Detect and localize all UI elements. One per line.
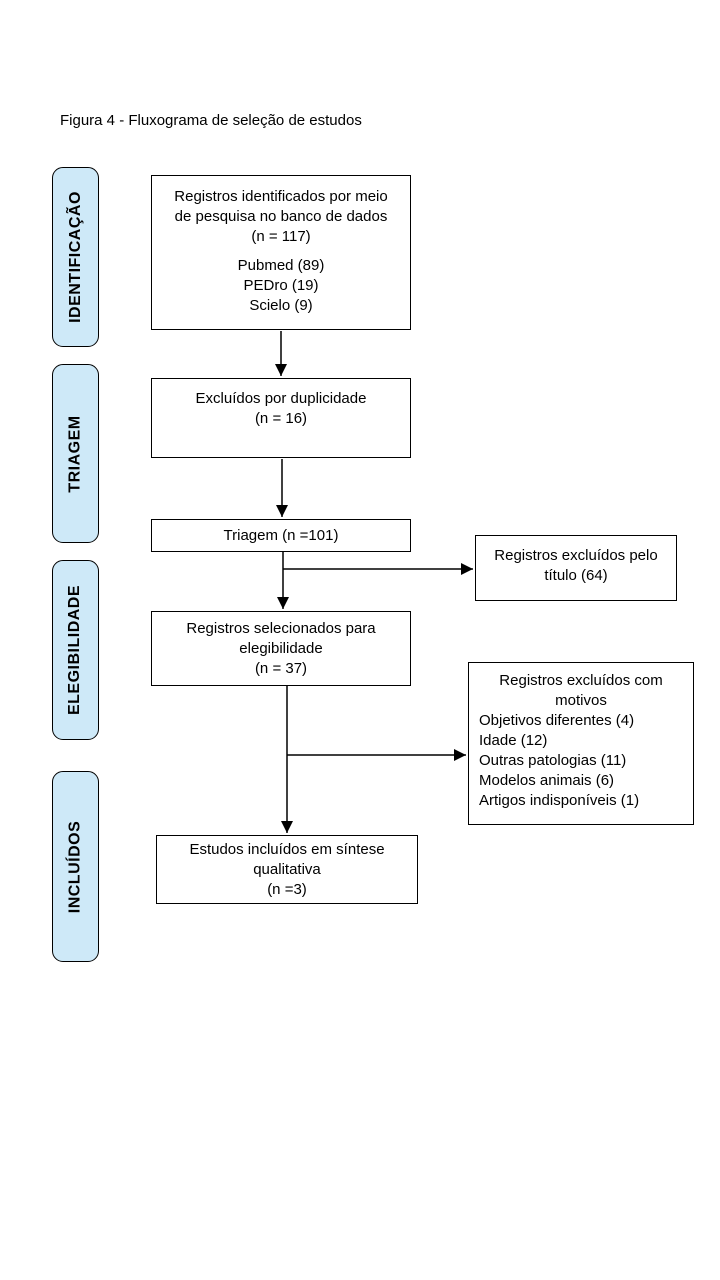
box-selected-for-eligibility-line: elegibilidade: [239, 639, 323, 657]
exclusion-reason: Modelos animais (6): [479, 772, 615, 789]
box-records-identified: Registros identificados por meio de pesq…: [151, 175, 411, 330]
box-excluded-duplicates-line: Excluídos por duplicidade: [195, 390, 367, 407]
stage-triagem-label: TRIAGEM: [66, 414, 84, 493]
stage-identificacao-label: IDENTIFICAÇÃO: [66, 191, 84, 323]
box-excluded-with-reasons: Registros excluídos com motivos Objetivo…: [468, 662, 694, 825]
box-excluded-duplicates: Excluídos por duplicidade (n = 16): [151, 378, 411, 458]
stage-triagem: TRIAGEM: [52, 364, 99, 543]
exclusion-reason: Idade (12): [479, 732, 548, 749]
source-pedro: PEDro (19): [243, 277, 319, 294]
box-excluded-by-title-count: título (64): [544, 567, 608, 584]
exclusion-reason: Objetivos diferentes (4): [479, 712, 635, 729]
box-records-identified-line: Registros identificados por meio: [174, 188, 388, 205]
box-records-identified-sources: Pubmed (89) PEDro (19) Scielo (9): [152, 256, 410, 316]
box-excluded-with-reasons-heading: Registros excluídos com: [499, 672, 663, 689]
box-studies-included-count: (n =3): [267, 880, 307, 898]
exclusion-reason: Artigos indisponíveis (1): [479, 792, 640, 809]
box-screening: Triagem (n =101): [151, 519, 411, 552]
exclusion-reason-list: Objetivos diferentes (4) Idade (12) Outr…: [469, 711, 693, 811]
source-pubmed: Pubmed (89): [237, 257, 325, 274]
box-selected-for-eligibility: Registros selecionados para elegibilidad…: [151, 611, 411, 686]
box-studies-included-line: qualitativa: [253, 860, 321, 878]
box-excluded-duplicates-count: (n = 16): [254, 410, 308, 427]
box-screening-line: Triagem (n =101): [223, 526, 339, 544]
stage-incluidos-label: INCLUÍDOS: [66, 820, 84, 913]
stage-identificacao: IDENTIFICAÇÃO: [52, 167, 99, 347]
box-studies-included: Estudos incluídos em síntese qualitativa…: [156, 835, 418, 904]
box-records-identified-count: (n = 117): [251, 228, 311, 245]
box-excluded-by-title-line: Registros excluídos pelo: [494, 547, 658, 564]
box-excluded-with-reasons-heading: motivos: [555, 692, 607, 709]
figure-title: Figura 4 - Fluxograma de seleção de estu…: [60, 112, 362, 129]
source-scielo: Scielo (9): [249, 297, 313, 314]
box-records-identified-line: de pesquisa no banco de dados: [174, 208, 388, 225]
exclusion-reason: Outras patologias (11): [479, 752, 627, 769]
box-studies-included-line: Estudos incluídos em síntese: [189, 840, 385, 858]
box-excluded-by-title: Registros excluídos pelo título (64): [475, 535, 677, 601]
stage-elegibilidade: ELEGIBILIDADE: [52, 560, 99, 740]
stage-elegibilidade-label: ELEGIBILIDADE: [66, 584, 84, 716]
box-selected-for-eligibility-count: (n = 37): [254, 659, 308, 677]
stage-incluidos: INCLUÍDOS: [52, 771, 99, 962]
box-selected-for-eligibility-line: Registros selecionados para: [186, 619, 376, 637]
